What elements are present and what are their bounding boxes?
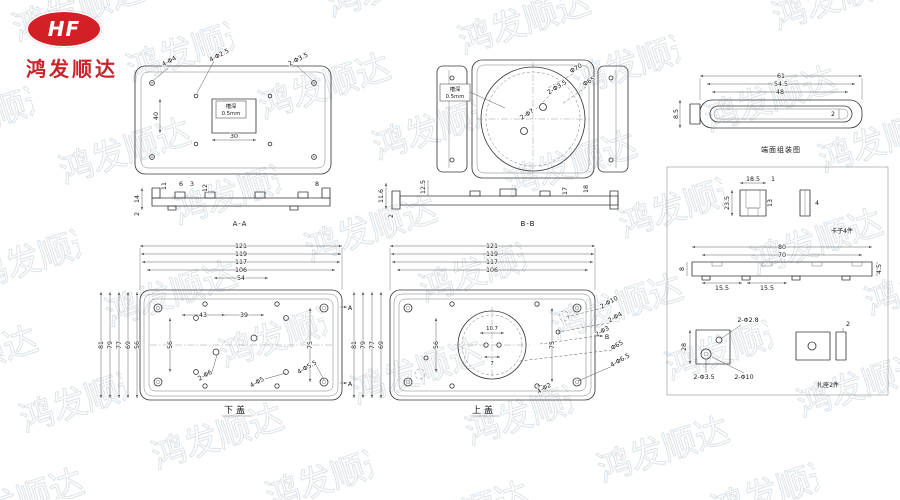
hf-logo-text: HF [47, 17, 81, 41]
caption-base: 扎座2件 [817, 381, 839, 389]
groove-note-box [215, 100, 247, 119]
dim-2: 2 [846, 321, 850, 328]
caption-bottom-cover: 下盖 [224, 404, 248, 416]
view-details-box: 18.5 1 23.5 13 4 卡子4件 80 70 15. [666, 166, 889, 396]
groove-note-line2: 0.5mm [446, 94, 465, 100]
groove-note-line1: 槽深 [226, 102, 237, 110]
dim-chain: 119 [486, 251, 498, 258]
dim-8: 8 [679, 267, 686, 271]
label-holes-10: 2-Φ10 [734, 374, 753, 381]
dim-54-5: 54.5 [774, 81, 788, 88]
groove-note-box [439, 83, 471, 102]
dim-2: 2 [388, 214, 395, 218]
section-mark-a: A [348, 305, 353, 312]
caption-clip: 卡子4件 [831, 227, 853, 235]
dim-12-5: 12.5 [420, 180, 427, 194]
dim-12: 12 [202, 184, 209, 192]
dim-1: 1 [771, 176, 775, 183]
dim-chain: 54 [237, 275, 245, 282]
dim-18-5: 18.5 [746, 176, 760, 183]
caption-top-cover: 上盖 [472, 404, 496, 416]
section-mark-a: A [348, 381, 353, 388]
dim-chain: 81 [351, 341, 358, 349]
dim-chain: 69 [378, 341, 385, 349]
dim-groove-height: 40 [153, 112, 160, 120]
dim-chain: 77 [369, 341, 376, 349]
dim-70: 70 [778, 252, 786, 259]
dim-7: 7 [490, 361, 493, 367]
caption-section-aa: A-A [233, 220, 248, 228]
dim-chain: 79 [360, 341, 367, 349]
view-end-assembly: 61 54.5 48 2 8.5 端面组装图 [672, 72, 863, 154]
dim-17: 17 [562, 187, 569, 195]
dim-chain: 77 [116, 341, 123, 349]
dim-14: 14 [134, 195, 141, 203]
dim-chain: 106 [235, 267, 247, 274]
hf-logo: HF [26, 10, 102, 48]
dim-4: 4 [815, 200, 819, 207]
dim-10-7: 10.7 [486, 326, 498, 332]
detail-rail: 80 70 15.5 15.5 8 4.5 [678, 243, 884, 293]
dim-80: 80 [778, 244, 786, 251]
caption-end-assembly: 端面组装图 [761, 145, 801, 154]
dim-chain: 121 [235, 243, 247, 250]
dim-chain: 69 [125, 341, 132, 349]
dim-3: 3 [190, 181, 194, 188]
dim-18: 18 [583, 185, 590, 193]
view-section-bb: 12.5 11.6 2 17 18 B-B [377, 179, 619, 228]
dim-chain: 121 [486, 243, 498, 250]
dim-8-5: 8.5 [673, 109, 680, 119]
dim-48: 48 [776, 89, 784, 96]
brand-block: HF 鸿发顺达 [26, 10, 118, 82]
dim-2: 2 [134, 212, 141, 216]
detail-clip: 18.5 1 23.5 13 4 卡子4件 [723, 175, 853, 235]
dim-groove-width: 30 [230, 133, 238, 140]
dim-15-5-a: 15.5 [715, 285, 729, 292]
view-top-cover: 121 119 117 106 81 79 77 69 10.7 7 75 56… [350, 242, 632, 417]
groove-note-line2: 0.5mm [222, 111, 241, 117]
dim-8: 8 [315, 181, 319, 188]
company-name: 鸿发顺达 [26, 57, 118, 81]
dim-11-6: 11.6 [378, 189, 385, 203]
dim-56: 56 [433, 341, 440, 349]
dim-chain: 79 [107, 341, 114, 349]
dim-6: 6 [179, 181, 183, 188]
section-mark-b: B [605, 334, 609, 341]
dim-chain: 56 [134, 341, 141, 349]
dim-chain: 117 [486, 259, 498, 266]
caption-section-bb: B-B [521, 220, 536, 228]
dim-56: 56 [167, 341, 174, 349]
dim-39: 39 [240, 312, 248, 319]
dim-75: 75 [307, 341, 314, 349]
dim-15-5-b: 15.5 [760, 285, 774, 292]
view-section-aa: 14 2 11 6 3 12 8 A-A [133, 180, 331, 228]
view-plan-round-opening: 槽深 0.5mm 2-Φ7 Φ70 Φ65 2-Φ3.5 [436, 59, 629, 179]
label-holes-3-5: 2-Φ3.5 [693, 374, 714, 381]
dim-43: 43 [199, 312, 207, 319]
dim-75: 75 [549, 341, 556, 349]
label-holes-2-8: 2-Φ2.8 [737, 317, 758, 324]
dim-2: 2 [831, 111, 835, 118]
dim-61: 61 [777, 73, 785, 80]
dim-chain: 117 [235, 259, 247, 266]
dim-chain: 106 [486, 267, 498, 274]
groove-note-line1: 槽深 [450, 85, 461, 93]
dim-chain: 119 [235, 251, 247, 258]
dim-28: 28 [681, 343, 688, 351]
dim-chain: 81 [98, 341, 105, 349]
dim-13: 13 [767, 199, 774, 207]
detail-base: 2-Φ2.8 28 2 2-Φ3.5 2-Φ10 扎座2件 [680, 316, 851, 389]
dim-11: 11 [161, 182, 168, 190]
dim-4-5: 4.5 [876, 264, 883, 274]
dim-23-5: 23.5 [724, 196, 731, 210]
